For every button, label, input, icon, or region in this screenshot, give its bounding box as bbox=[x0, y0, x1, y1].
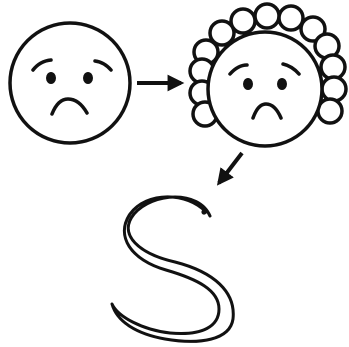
snake-s-icon bbox=[112, 197, 233, 341]
judge-wig-face-icon bbox=[190, 4, 346, 146]
sad-face-icon bbox=[10, 23, 130, 143]
arrow-down-left bbox=[219, 153, 242, 183]
